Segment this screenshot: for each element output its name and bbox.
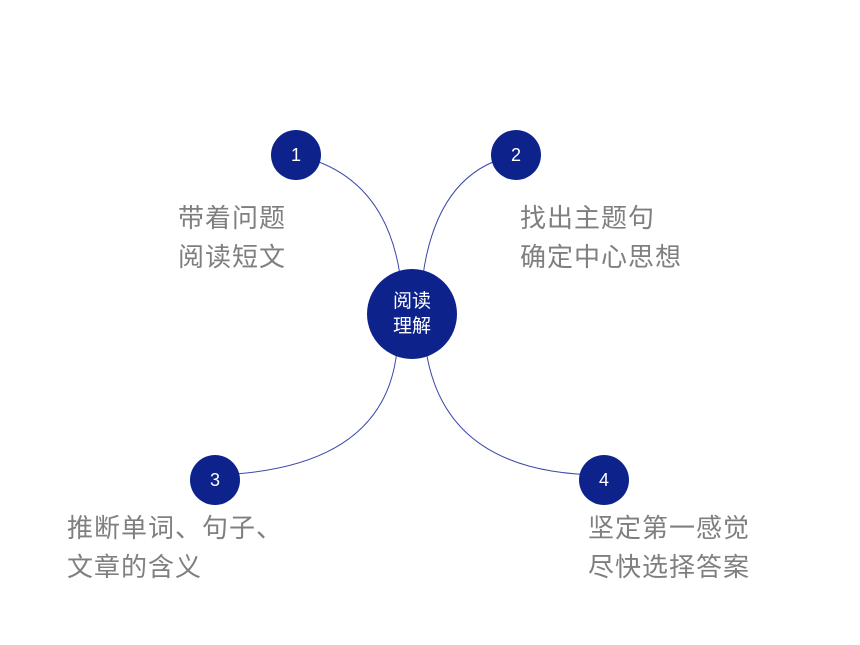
branch-1-label-line1: 带着问题	[178, 204, 287, 234]
branch-3-label-line2: 文章的含义	[67, 553, 203, 583]
branch-3-label: 推断单词、句子、 文章的含义	[67, 510, 283, 588]
branch-4-label-line2: 尽快选择答案	[588, 553, 751, 583]
connector-3	[214, 349, 398, 476]
branch-4-number-node: 4	[579, 455, 629, 505]
branch-2-label-line2: 确定中心思想	[520, 243, 683, 273]
branch-2-number-node: 2	[491, 130, 541, 180]
branch-1-label-line2: 阅读短文	[178, 243, 287, 273]
branch-3-label-line1: 推断单词、句子、	[67, 514, 284, 544]
branch-3-number-node: 3	[190, 455, 240, 505]
branch-2-label: 找出主题句 确定中心思想	[520, 200, 682, 278]
branch-4-label: 坚定第一感觉 尽快选择答案	[588, 510, 750, 588]
center-label-line1: 阅读	[392, 290, 431, 312]
connector-4	[425, 349, 605, 476]
branch-1-number-node: 1	[271, 130, 321, 180]
branch-2-label-line1: 找出主题句	[520, 204, 656, 234]
branch-4-label-line1: 坚定第一感觉	[588, 514, 751, 544]
center-label-line2: 理解	[392, 315, 431, 337]
branch-1-label: 带着问题 阅读短文	[178, 200, 286, 278]
center-node: 阅读 理解	[367, 269, 457, 359]
